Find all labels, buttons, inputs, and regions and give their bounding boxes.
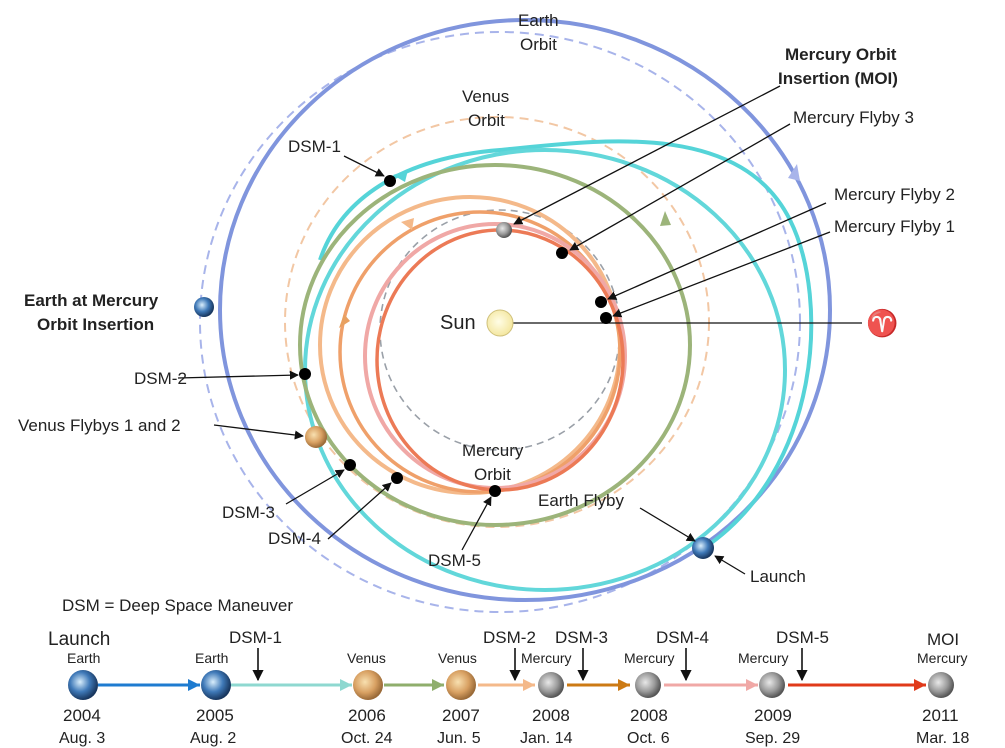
tl-launch-label: Launch <box>48 629 110 650</box>
venus-orbit-label-2: Orbit <box>468 111 505 130</box>
tl-earth-icon-1 <box>68 670 98 700</box>
venus-flybys-icon <box>305 426 327 448</box>
tl-moi-label: MOI <box>927 630 959 649</box>
flyby1-dot <box>600 312 612 324</box>
earth-flyby-label: Earth Flyby <box>538 491 624 510</box>
tl-date-7: Sep. 29 <box>745 730 800 747</box>
venus-flybys-label: Venus Flybys 1 and 2 <box>18 416 181 435</box>
callout-arrows <box>177 85 831 575</box>
earth-at-moi-label-2: Orbit Insertion <box>37 315 154 334</box>
tl-body-4: Venus <box>438 650 477 666</box>
dsm5-dot <box>489 485 501 497</box>
tl-dsm4: DSM-4 <box>656 628 709 647</box>
moi-label-2: Insertion (MOI) <box>778 69 898 88</box>
tl-year-3: 2006 <box>348 706 386 725</box>
tl-body-7: Mercury <box>738 650 789 666</box>
tl-body-8: Mercury <box>917 650 968 666</box>
tl-date-4: Jun. 5 <box>437 730 481 747</box>
earth-orbit-label-1: Earth <box>518 11 559 30</box>
tl-date-6: Oct. 6 <box>627 730 670 747</box>
tl-mercury-icon-2 <box>635 672 661 698</box>
venus-orbit-label-1: Venus <box>462 87 509 106</box>
dsm1-dot <box>384 175 396 187</box>
dsm3-label: DSM-3 <box>222 503 275 522</box>
trajectory-earth-loop <box>218 18 832 602</box>
dsm1-label: DSM-1 <box>288 137 341 156</box>
tl-body-2: Earth <box>195 650 228 666</box>
venus-orbit <box>284 116 710 528</box>
tl-date-2: Aug. 2 <box>190 730 236 747</box>
tl-venus-icon-1 <box>353 670 383 700</box>
earth-at-moi-icon <box>194 297 214 317</box>
dsm-legend: DSM = Deep Space Maneuver <box>62 596 293 615</box>
tl-date-8: Mar. 18 <box>916 730 969 747</box>
dsm2-label: DSM-2 <box>134 369 187 388</box>
timeline-dsm-arrows <box>252 648 808 682</box>
trajectory-orange-arc-2 <box>338 210 622 494</box>
dsm4-dot <box>391 472 403 484</box>
mission-timeline: DSM-1 DSM-2 DSM-3 DSM-4 DSM-5 Launch MOI… <box>48 628 969 747</box>
earth-at-moi-label-1: Earth at Mercury <box>24 291 159 310</box>
tl-year-6: 2008 <box>630 706 668 725</box>
tl-dsm1: DSM-1 <box>229 628 282 647</box>
earth-flyby-icon <box>692 537 714 559</box>
mercury-orbit-label-2: Orbit <box>474 465 511 484</box>
tl-year-4: 2007 <box>442 706 480 725</box>
tl-year-8: 2011 <box>922 706 959 725</box>
dsm4-label: DSM-4 <box>268 529 321 548</box>
tl-date-3: Oct. 24 <box>341 730 393 747</box>
tl-dsm3: DSM-3 <box>555 628 608 647</box>
tl-year-2: 2005 <box>196 706 234 725</box>
tl-mercury-icon-3 <box>759 672 785 698</box>
flyby2-dot <box>595 296 607 308</box>
trajectory-green-arc <box>298 163 692 527</box>
tl-year-7: 2009 <box>754 706 792 725</box>
tl-dsm2: DSM-2 <box>483 628 536 647</box>
tl-date-5: Jan. 14 <box>520 730 573 747</box>
tl-body-1: Earth <box>67 650 100 666</box>
moi-label-1: Mercury Orbit <box>785 45 897 64</box>
dsm2-dot <box>299 368 311 380</box>
tl-year-5: 2008 <box>532 706 570 725</box>
trajectory-cyan-loop <box>318 139 814 550</box>
dsm3-dot <box>344 459 356 471</box>
tl-date-1: Aug. 3 <box>59 730 105 747</box>
timeline-arrowheads <box>188 679 926 691</box>
flyby2-label: Mercury Flyby 2 <box>834 185 955 204</box>
earth-orbit-label-2: Orbit <box>520 35 557 54</box>
sun-icon <box>486 309 514 337</box>
tl-mercury-icon-4 <box>928 672 954 698</box>
tl-body-6: Mercury <box>624 650 675 666</box>
flyby1-label: Mercury Flyby 1 <box>834 217 955 236</box>
flyby3-dot <box>556 247 568 259</box>
aries-symbol: ♈ <box>866 308 898 338</box>
tl-mercury-icon-1 <box>538 672 564 698</box>
sun-label: Sun <box>440 312 476 334</box>
mercury-at-moi-icon <box>496 222 512 238</box>
orbit-direction-arrows <box>339 164 800 328</box>
launch-label: Launch <box>750 567 806 586</box>
tl-body-3: Venus <box>347 650 386 666</box>
tl-year-1: 2004 <box>63 706 101 725</box>
mercury-orbit-label-1: Mercury <box>462 441 524 460</box>
flyby3-label: Mercury Flyby 3 <box>793 108 914 127</box>
event-dots <box>299 175 612 497</box>
dsm5-label: DSM-5 <box>428 551 481 570</box>
tl-earth-icon-2 <box>201 670 231 700</box>
tl-body-5: Mercury <box>521 650 572 666</box>
tl-venus-icon-2 <box>446 670 476 700</box>
tl-dsm5: DSM-5 <box>776 628 829 647</box>
earth-orbit <box>199 31 801 613</box>
